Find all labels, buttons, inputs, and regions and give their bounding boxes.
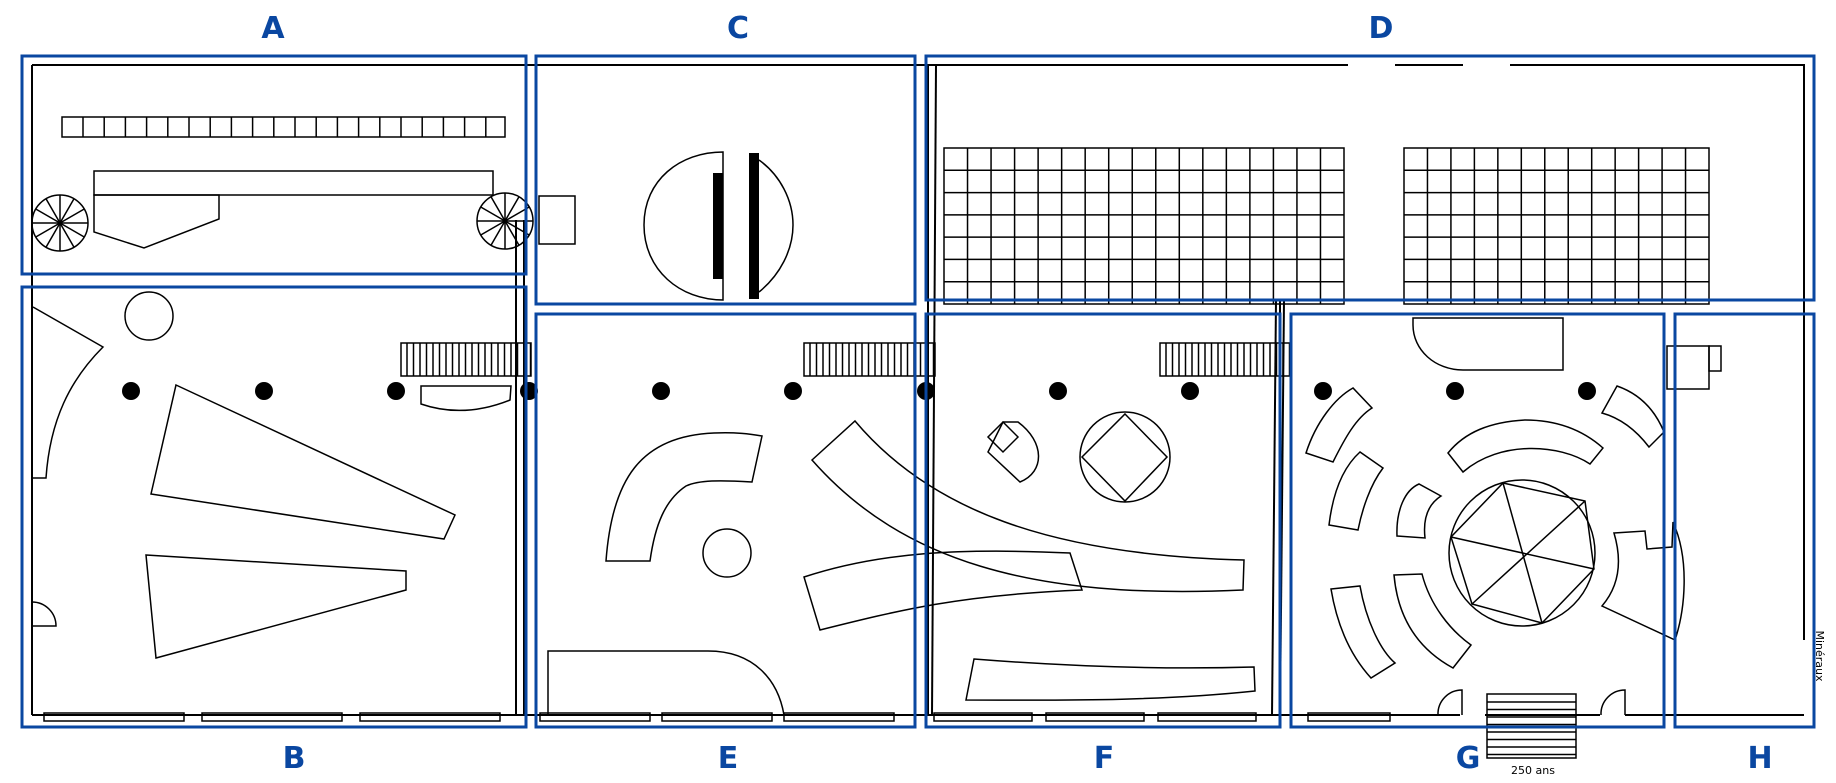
columns	[122, 382, 1596, 400]
zone-d-seating	[943, 147, 1710, 305]
zone-a-furniture	[31, 116, 534, 252]
zone-h-outline	[1673, 312, 1816, 729]
zone-label-h: H	[1747, 741, 1772, 776]
zone-g-outline	[1289, 312, 1666, 729]
zone-b-outline	[20, 285, 528, 729]
zone-labels: A B C D E F G H	[261, 11, 1772, 776]
zone-c-furniture	[538, 151, 794, 301]
zone-label-g: G	[1456, 741, 1481, 776]
zone-g-furniture	[1305, 317, 1722, 759]
zone-f-outline	[924, 312, 1282, 729]
zone-f-furniture	[965, 342, 1291, 701]
zone-label-b: B	[283, 741, 306, 776]
zone-label-e: E	[718, 741, 739, 776]
zone-e-outline	[534, 312, 917, 729]
zone-label-f: F	[1094, 741, 1115, 776]
zone-b-furniture	[32, 291, 532, 659]
zone-c-outline	[534, 54, 917, 306]
zone-d-outline	[924, 54, 1816, 302]
side-room-label: Minéraux	[1813, 630, 1826, 682]
zone-outlines	[20, 54, 1816, 729]
zone-e-furniture	[547, 342, 936, 716]
curved-benches-ef	[803, 419, 1245, 631]
zone-label-a: A	[261, 11, 285, 46]
zone-label-c: C	[727, 11, 749, 46]
zone-label-d: D	[1369, 11, 1394, 46]
zone-a-outline	[20, 54, 528, 276]
stand-label: 250 ans	[1511, 764, 1555, 777]
